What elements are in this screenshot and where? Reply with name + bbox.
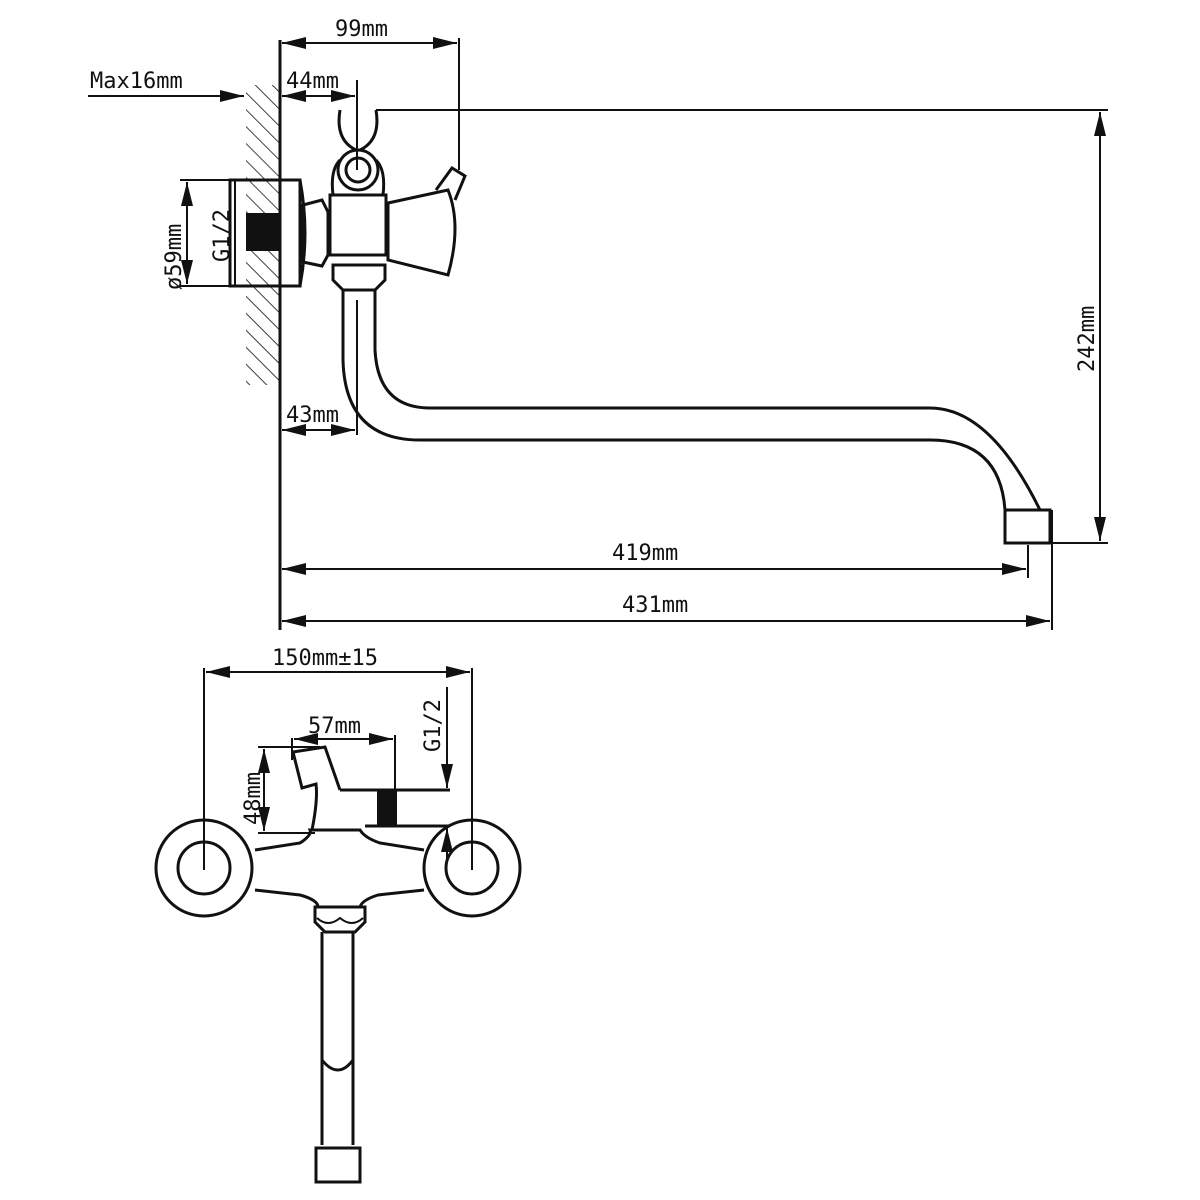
side-view: 99mm Max16mm 44mm ø59mm G1/2 [88,17,1108,630]
spout-nut-front [313,905,367,934]
spout-inner [373,290,1042,511]
dim-label-43: 43mm [286,403,339,428]
flange-curve [298,179,307,287]
dim-label-150: 150mm±15 [272,646,378,671]
shower-holder-clip [337,109,379,152]
body-bottom [254,888,425,909]
dim-label-44: 44mm [286,69,339,94]
hex-nut [301,198,330,268]
holder-front [291,745,342,831]
dim-label-242: 242mm [1075,306,1100,372]
dim-label-g12-front: G1/2 [421,699,446,752]
spout-outer [341,290,1007,511]
shower-holder-ring [336,148,380,192]
shower-holder-inner [344,156,372,184]
body-top [254,828,425,852]
aerator [1003,508,1052,545]
valve-body [328,193,388,257]
dim-label-431: 431mm [622,593,688,618]
dim-label-59: ø59mm [162,224,187,290]
dim-label-57: 57mm [308,714,361,739]
dim-label-48: 48mm [241,772,266,825]
spout-front-bend [320,1059,355,1072]
nut-curves [316,916,364,924]
wall-flange [228,178,302,288]
spout-nut [331,263,387,292]
aerator-front [314,1146,362,1184]
dim-label-419: 419mm [612,541,678,566]
dim-label-max16: Max16mm [90,69,183,94]
holder-neck [330,158,386,196]
handle-lever [434,165,467,201]
dim-label-g12-side: G1/2 [210,209,235,262]
dim-label-99: 99mm [335,17,388,42]
front-view: 150mm±15 57mm 48mm G1/2 [154,646,522,1184]
spout-front [320,932,355,1145]
thread-block-front [377,790,397,826]
thread-block [246,213,280,251]
valve-handle [386,188,457,277]
